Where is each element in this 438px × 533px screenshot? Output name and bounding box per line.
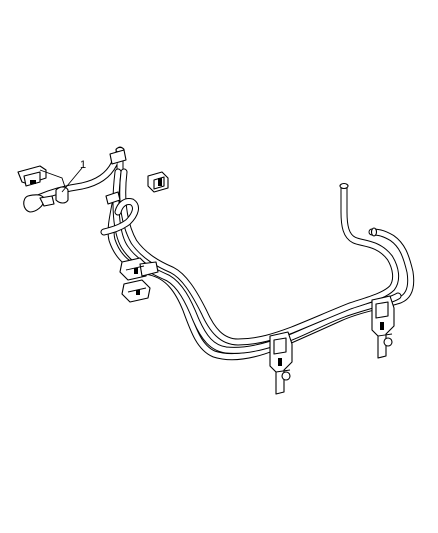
callout-label: 1 bbox=[80, 159, 86, 171]
left-end-fitting bbox=[17, 165, 69, 213]
callout-1: 1 bbox=[61, 159, 86, 193]
clip-cluster-left bbox=[119, 257, 159, 303]
run-clamps bbox=[105, 149, 127, 205]
loose-clip bbox=[147, 171, 169, 193]
tube-line-a bbox=[34, 146, 415, 361]
tube-line-c bbox=[119, 168, 400, 346]
bracket-clip-right bbox=[371, 295, 395, 359]
tube-line-b bbox=[112, 168, 402, 354]
bracket-clip-center bbox=[269, 331, 293, 395]
tube-branch-hook bbox=[100, 198, 139, 236]
